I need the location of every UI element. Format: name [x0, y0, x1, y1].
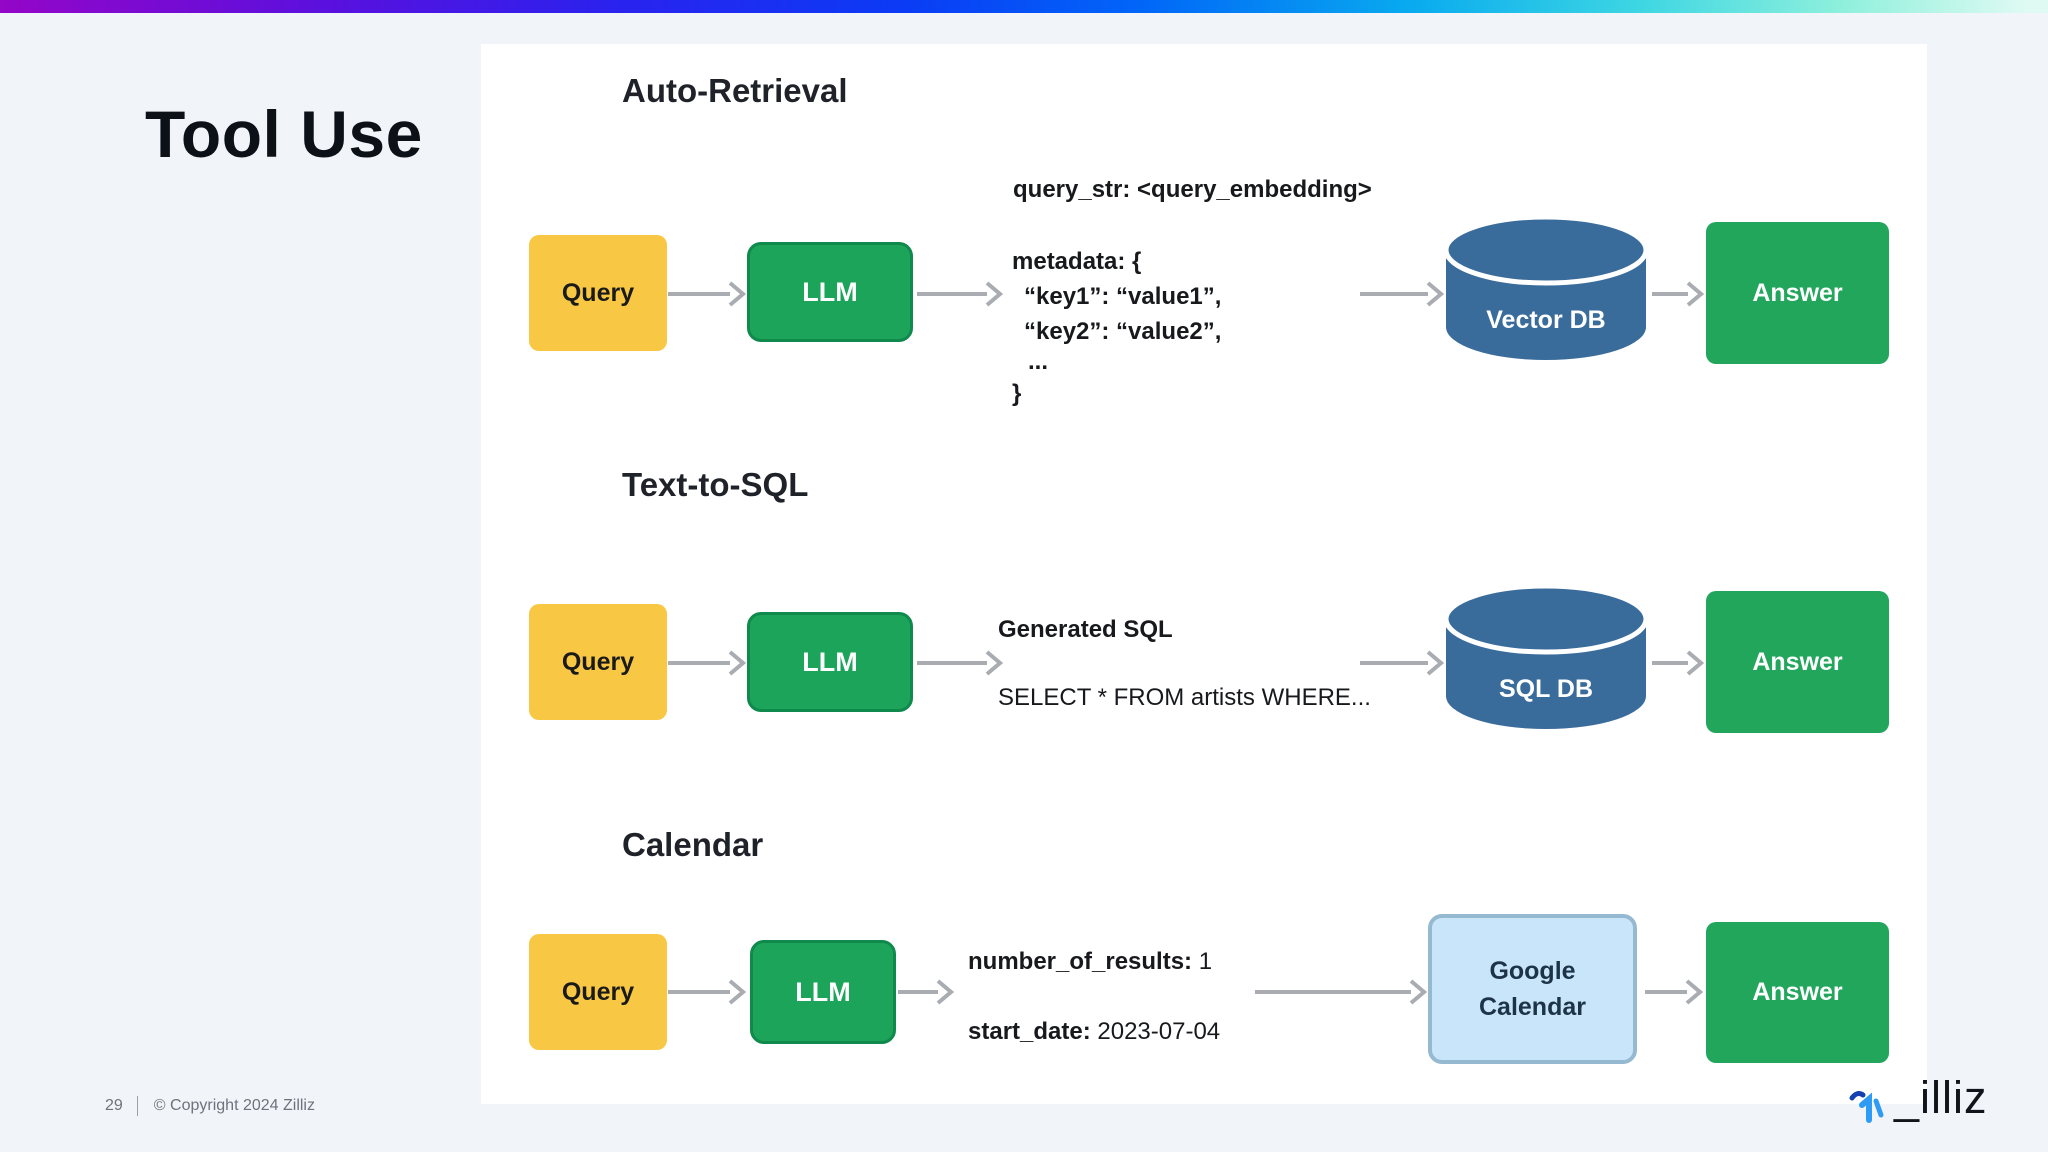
answer-node: Answer — [1706, 591, 1889, 733]
zilliz-logo: _illiz — [1848, 1072, 1988, 1124]
flow-arrow-icon — [917, 650, 1003, 676]
payload-key2: “key2”: “value2”, — [1024, 318, 1222, 345]
flow-arrow-icon — [1652, 281, 1704, 307]
footer-divider — [136, 1096, 138, 1116]
payload-start-date: start_date: 2023-07-04 — [968, 1018, 1220, 1046]
payload-value: 2023-07-04 — [1097, 1018, 1221, 1045]
payload-number-of-results: number_of_results: 1 — [968, 948, 1212, 976]
llm-node: LLM — [750, 940, 896, 1044]
zilliz-logo-text: _illiz — [1894, 1072, 1988, 1123]
payload-ellipsis: ... — [1028, 348, 1049, 375]
payload-label: start_date: — [968, 1018, 1091, 1045]
flow-arrow-icon — [1360, 281, 1444, 307]
payload-sql-statement: SELECT * FROM artists WHERE... — [998, 684, 1371, 711]
query-node: Query — [529, 604, 667, 720]
vector-db-cylinder: Vector DB — [1443, 214, 1649, 366]
llm-node: LLM — [747, 612, 913, 712]
top-gradient-bar — [0, 0, 2048, 13]
section-heading-calendar: Calendar — [622, 826, 764, 863]
database-cylinder-icon — [1443, 583, 1649, 729]
google-calendar-node: Google Calendar — [1428, 914, 1637, 1064]
flow-arrow-icon — [668, 281, 746, 307]
flow-arrow-icon — [1652, 650, 1704, 676]
payload-metadata-close: } — [1012, 380, 1022, 407]
payload-generated-sql-title: Generated SQL — [998, 616, 1173, 643]
flow-arrow-icon — [668, 650, 746, 676]
flow-arrow-icon — [668, 979, 746, 1005]
query-node: Query — [529, 235, 667, 351]
page-number: 29 — [105, 1097, 123, 1114]
diagram-panel — [481, 44, 1927, 1104]
db-label: Vector DB — [1486, 306, 1606, 334]
answer-node: Answer — [1706, 222, 1889, 364]
payload-key1: “key1”: “value1”, — [1024, 283, 1222, 310]
payload-label: number_of_results: — [968, 948, 1193, 975]
zilliz-logo-mark-icon — [1849, 1091, 1884, 1123]
sql-db-cylinder: SQL DB — [1443, 583, 1649, 735]
payload-query-str: query_str: <query_embedding> — [1013, 176, 1372, 203]
flow-arrow-icon — [898, 979, 954, 1005]
flow-arrow-icon — [1360, 650, 1444, 676]
db-label: SQL DB — [1499, 675, 1593, 703]
calendar-label-line1: Google — [1489, 956, 1576, 985]
payload-metadata-open: metadata: { — [1012, 248, 1142, 275]
section-heading-auto-retrieval: Auto-Retrieval — [622, 72, 848, 109]
payload-value: 1 — [1198, 948, 1213, 975]
section-heading-text-to-sql: Text-to-SQL — [622, 466, 809, 503]
flow-arrow-icon — [1255, 979, 1427, 1005]
database-cylinder-icon — [1443, 214, 1649, 360]
answer-node: Answer — [1706, 922, 1889, 1063]
calendar-label-line2: Calendar — [1479, 993, 1586, 1021]
llm-node: LLM — [747, 242, 913, 342]
page-title: Tool Use — [145, 97, 423, 171]
flow-arrow-icon — [1645, 979, 1703, 1005]
flow-arrow-icon — [917, 281, 1003, 307]
copyright-text: © Copyright 2024 Zilliz — [153, 1097, 315, 1114]
query-node: Query — [529, 934, 667, 1050]
footer: 29 © Copyright 2024 Zilliz — [105, 1096, 315, 1116]
